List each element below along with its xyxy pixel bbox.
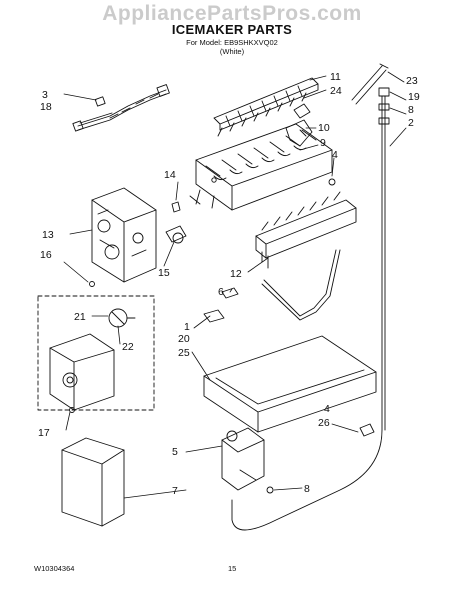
model-line: For Model: EB9SHKXVQ02 xyxy=(186,38,278,47)
callout-17: 17 xyxy=(38,427,50,439)
callout-18: 18 xyxy=(40,101,52,113)
callout-1: 1 xyxy=(184,321,190,333)
callout-15: 15 xyxy=(158,267,170,279)
water-valve xyxy=(221,427,265,491)
water-line xyxy=(231,87,390,531)
callout-4-bottom: 4 xyxy=(324,403,330,415)
screw xyxy=(328,178,336,186)
callout-25: 25 xyxy=(178,347,190,359)
callout-2: 2 xyxy=(408,117,414,129)
callout-10: 10 xyxy=(318,122,330,134)
screw-17 xyxy=(69,407,75,413)
ice-stripper xyxy=(213,77,319,137)
callout-22: 22 xyxy=(122,341,134,353)
grommet-26 xyxy=(359,423,375,437)
screw-16 xyxy=(89,281,95,287)
callout-8-bottom: 8 xyxy=(304,483,310,495)
callouts: 3 18 11 24 10 9 4 14 13 16 15 12 6 1 20 … xyxy=(38,71,420,497)
page-number: 15 xyxy=(228,564,237,573)
callout-23: 23 xyxy=(406,75,418,87)
control-module xyxy=(49,333,115,411)
callout-16: 16 xyxy=(40,249,52,261)
callout-3: 3 xyxy=(42,89,48,101)
callout-12: 12 xyxy=(230,268,242,280)
screw-8 xyxy=(266,486,274,494)
ice-mold xyxy=(189,123,333,211)
callout-5: 5 xyxy=(172,446,178,458)
diagram-title: ICEMAKER PARTS xyxy=(171,22,293,37)
support-pin xyxy=(171,201,181,213)
callout-20: 20 xyxy=(178,333,190,345)
motor-coupler xyxy=(165,225,187,244)
callout-7: 7 xyxy=(172,485,178,497)
callout-26: 26 xyxy=(318,417,330,429)
watermark: AppliancePartsPros.com xyxy=(102,2,362,25)
variant-label: (White) xyxy=(219,47,245,56)
document-number: W10304364 xyxy=(34,564,75,573)
callout-4-top: 4 xyxy=(332,149,338,161)
wire-harness xyxy=(72,84,170,132)
callout-6: 6 xyxy=(218,286,224,298)
callout-19: 19 xyxy=(408,91,420,103)
front-cover xyxy=(61,437,125,527)
shutoff-clip xyxy=(221,287,239,299)
retainer-clip xyxy=(203,309,225,323)
callout-14: 14 xyxy=(164,169,176,181)
leader-lines xyxy=(63,71,407,499)
mounting-bracket xyxy=(285,103,313,147)
callout-13: 13 xyxy=(42,229,54,241)
callout-24: 24 xyxy=(330,85,342,97)
control-module-group xyxy=(37,295,155,411)
callout-9: 9 xyxy=(320,137,326,149)
callout-8-top: 8 xyxy=(408,104,414,116)
feeler-arm xyxy=(261,249,341,321)
motor-21 xyxy=(108,308,136,328)
motor-housing xyxy=(91,187,157,283)
rake-assembly xyxy=(255,191,357,269)
fill-tube xyxy=(351,63,389,105)
ice-bin xyxy=(203,335,377,433)
callout-21: 21 xyxy=(74,311,86,323)
callout-11: 11 xyxy=(330,71,341,83)
